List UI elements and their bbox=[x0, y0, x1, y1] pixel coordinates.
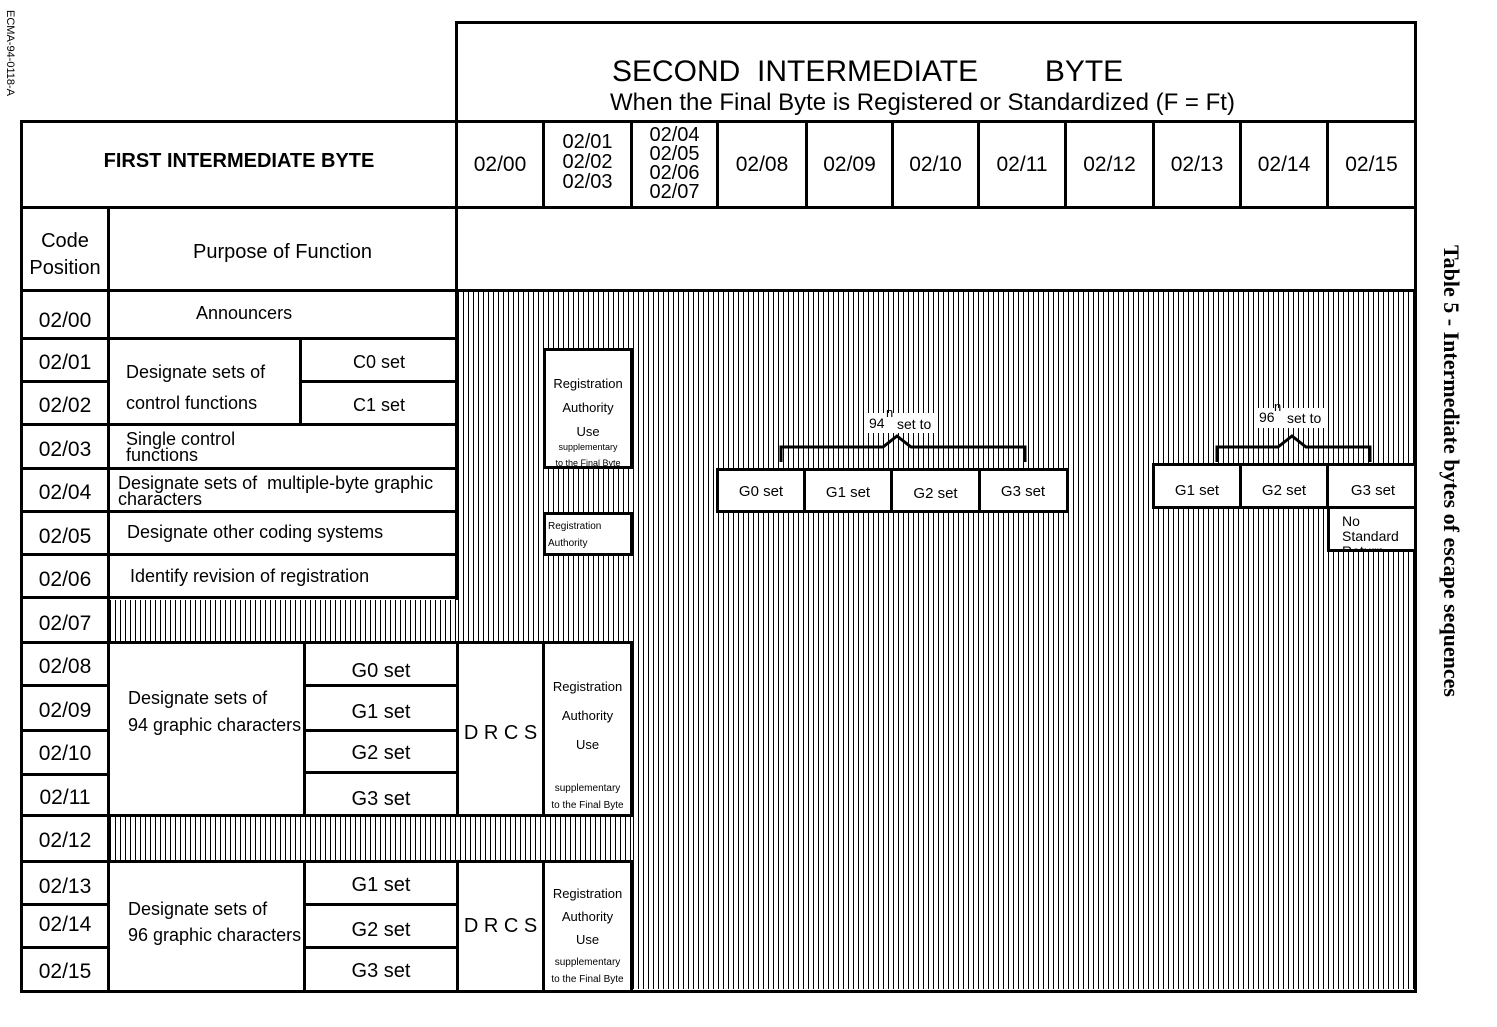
purpose-header: Purpose of Function bbox=[193, 241, 372, 263]
label-96-set-to: set to bbox=[1287, 410, 1322, 426]
col-header-0213: 02/13 bbox=[1170, 153, 1224, 176]
g3-set-94: G3 set bbox=[351, 788, 411, 810]
table-caption-container: Table 5 - Intermediate bytes of escape s… bbox=[1438, 245, 1478, 765]
reg-auth-0201: Registration Authority Use bbox=[553, 376, 623, 439]
g3-set-hatch-96: G3 set bbox=[1350, 482, 1396, 499]
col-header-0204-0207: 02/04 02/05 02/06 02/07 bbox=[649, 124, 700, 203]
no-standard-return: No Standard Return bbox=[1342, 513, 1399, 552]
brace-94 bbox=[779, 434, 1027, 462]
hatch-row-0212 bbox=[110, 817, 633, 860]
label-94-set-to: set to bbox=[897, 416, 932, 432]
c1-set-label: C1 set bbox=[352, 395, 406, 415]
label-94-superscript: n bbox=[886, 405, 894, 420]
purpose-multibyte: Designate sets of multiple-byte graphic … bbox=[118, 473, 434, 509]
c0-set-label: C0 set bbox=[352, 352, 406, 372]
g1-set-hatch-94: G1 set bbox=[825, 484, 871, 501]
purpose-revision: Identify revision of registration bbox=[130, 566, 370, 586]
second-intermediate-title: SECOND INTERMEDIATE BYTE bbox=[612, 55, 1124, 88]
purpose-announcers: Announcers bbox=[196, 303, 293, 323]
col-header-0211: 02/11 bbox=[996, 153, 1048, 176]
col-header-0200: 02/00 bbox=[473, 153, 527, 176]
col-header-0210: 02/10 bbox=[909, 153, 962, 176]
code-0206: 02/06 bbox=[38, 568, 92, 591]
code-0211: 02/11 bbox=[39, 786, 91, 809]
col-header-0214: 02/14 bbox=[1257, 153, 1311, 176]
g2-set-94: G2 set bbox=[351, 742, 411, 764]
supplementary-96: supplementary to the Final Byte bbox=[551, 957, 624, 985]
label-96: 96 bbox=[1259, 409, 1275, 425]
g1-set-96: G1 set bbox=[351, 874, 411, 896]
col-header-0201-0203: 02/01 02/02 02/03 bbox=[562, 131, 613, 193]
code-0209: 02/09 bbox=[38, 699, 92, 722]
g0-set-hatch: G0 set bbox=[738, 483, 784, 500]
brace-96 bbox=[1215, 434, 1372, 462]
no-standard-return-box: No Standard Return bbox=[1327, 506, 1417, 552]
g2-set-hatch-94: G2 set bbox=[913, 485, 958, 502]
g2-set-hatch-96: G2 set bbox=[1261, 482, 1307, 499]
purpose-single-control: Single control functions bbox=[126, 429, 236, 465]
hatch-lower-right bbox=[633, 641, 1414, 989]
reg-auth-box-0205: Registration Authority Use bbox=[543, 512, 633, 556]
code-0213: 02/13 bbox=[38, 875, 92, 898]
hatch-row-0207 bbox=[110, 600, 458, 641]
first-intermediate-title: FIRST INTERMEDIATE BYTE bbox=[103, 150, 375, 172]
purpose-designate-94: Designate sets of 94 graphic characters bbox=[128, 688, 302, 735]
reg-auth-94: Registration Authority Use bbox=[552, 679, 623, 752]
g3-set-hatch-94: G3 set bbox=[1000, 483, 1046, 500]
code-0205: 02/05 bbox=[38, 525, 92, 548]
code-0215: 02/15 bbox=[38, 960, 92, 983]
g3-set-96: G3 set bbox=[351, 960, 411, 982]
g0-set-94: G0 set bbox=[351, 660, 411, 682]
reg-auth-box-0201: Registration Authority Use supplementary… bbox=[543, 348, 633, 469]
drcs-94: D R C S bbox=[463, 722, 538, 744]
purpose-designate-96: Designate sets of 96 graphic characters bbox=[128, 899, 302, 945]
supplementary-94: supplementary to the Final Byte bbox=[551, 783, 624, 811]
g1-set-hatch-96: G1 set bbox=[1174, 482, 1220, 499]
code-0203: 02/03 bbox=[38, 438, 92, 461]
label-94: 94 bbox=[869, 415, 885, 431]
code-0204: 02/04 bbox=[38, 481, 92, 504]
col-header-0209: 02/09 bbox=[823, 153, 876, 176]
g1-set-94: G1 set bbox=[351, 701, 411, 723]
purpose-other-coding: Designate other coding systems bbox=[127, 522, 384, 542]
left-text-area bbox=[110, 292, 456, 598]
drcs-96: D R C S bbox=[463, 915, 538, 937]
reg-auth-0205: Registration Authority Use bbox=[548, 521, 602, 549]
code-0214: 02/14 bbox=[38, 913, 92, 936]
code-0200: 02/00 bbox=[38, 309, 92, 332]
code-0210: 02/10 bbox=[38, 742, 92, 765]
col-header-0208: 02/08 bbox=[735, 153, 789, 176]
code-0202: 02/02 bbox=[38, 394, 92, 417]
table-caption: Table 5 - Intermediate bytes of escape s… bbox=[1439, 245, 1464, 697]
code-position-header: Code Position bbox=[29, 230, 101, 279]
col-header-0215: 02/15 bbox=[1345, 153, 1398, 176]
document-id: ECMA-94-0118-A bbox=[4, 10, 16, 96]
second-intermediate-subtitle: When the Final Byte is Registered or Sta… bbox=[610, 89, 1235, 116]
g-box-96 bbox=[1152, 463, 1417, 509]
code-0208: 02/08 bbox=[38, 655, 92, 678]
code-0201: 02/01 bbox=[38, 351, 92, 374]
label-96-superscript: n bbox=[1274, 399, 1282, 414]
col-header-0212: 02/12 bbox=[1083, 153, 1136, 176]
reg-auth-96: Registration Authority Use bbox=[552, 886, 623, 947]
code-0207: 02/07 bbox=[38, 612, 92, 635]
supplementary-0201: supplementary to the Final Byte bbox=[555, 442, 621, 468]
g2-set-96: G2 set bbox=[351, 919, 411, 941]
purpose-designate-control: Designate sets of control functions bbox=[126, 362, 266, 413]
code-0212: 02/12 bbox=[38, 829, 92, 852]
